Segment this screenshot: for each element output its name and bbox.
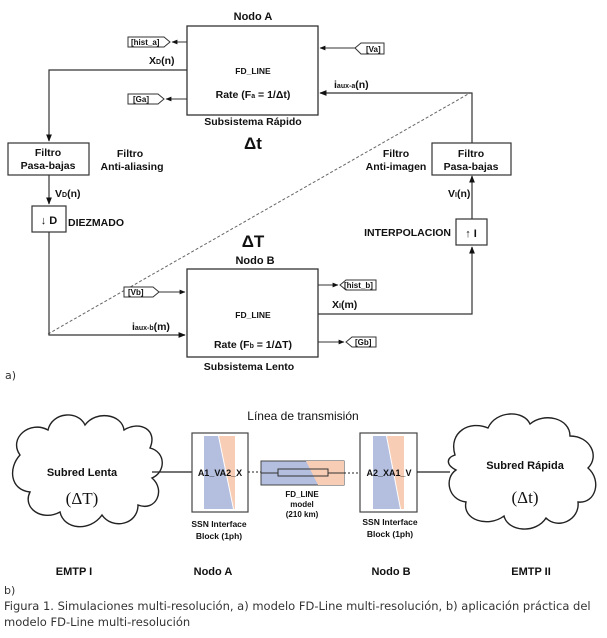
fd-line-orange-region (306, 461, 344, 485)
decimation-symbol: ↓ D (41, 215, 58, 227)
transmission-line-title: Línea de transmisión (247, 409, 358, 423)
node-b-subsystem: Subsistema Lento (204, 361, 294, 373)
anti-image-desc-line2: Anti-imagen (366, 161, 427, 173)
hist-b-tag (339, 279, 377, 291)
node-b-rate: Rate (Fb = 1/ΔT) (214, 339, 292, 351)
figure-caption: Figura 1. Simulaciones multi-resolución,… (4, 599, 591, 629)
node-a-subsystem: Subsistema Rápido (204, 116, 301, 128)
anti-aliasing-desc-line1: Filtro (117, 148, 143, 160)
fd-line-model-line1: FD_LINE (285, 490, 319, 499)
slow-subnet-cloud (11, 414, 163, 528)
anti-aliasing-filter-block (7, 142, 90, 176)
iaux-a-signal-line (319, 90, 473, 143)
anti-image-filter-block (431, 142, 512, 176)
node-a-block (186, 25, 319, 116)
ssn-a-label-line2: Block (1ph) (196, 531, 242, 541)
slow-timestep-label: ΔT (242, 232, 265, 251)
ssn-b-label-line1: SSN Interface (362, 517, 418, 527)
ssn-a-orange-region (219, 436, 235, 509)
fd-line-model-line2: model (290, 500, 314, 509)
node-a-title: Nodo A (234, 11, 273, 23)
vb-tag (123, 286, 160, 298)
ssn-a-label-line1: SSN Interface (191, 519, 247, 529)
node-a-block-name: FD_LINE (235, 66, 271, 76)
interpolation-label: INTERPOLACION (364, 227, 451, 239)
va-label: [Va] (366, 45, 381, 54)
decimation-label: DIEZMADO (68, 217, 124, 229)
node-a-rate: Rate (Fa = 1/Δt) (216, 89, 291, 101)
right-filter-line1: Filtro (458, 148, 484, 160)
hist-a-tag (127, 36, 171, 48)
fast-subnet-timestep: (Δt) (512, 488, 539, 507)
iaux-a-signal-label: iaux-a(n) (334, 79, 369, 91)
ssn-b-blue-region (373, 436, 400, 509)
node-b-block-name: FD_LINE (235, 310, 271, 320)
fast-subnet-title: Subred Rápida (486, 460, 565, 472)
gb-label: [Gb] (355, 338, 372, 347)
anti-image-desc-line1: Filtro (383, 148, 409, 160)
decimation-block (31, 205, 67, 233)
anti-aliasing-desc-line2: Anti-aliasing (100, 161, 163, 173)
xi-signal-label: XI(m) (332, 299, 357, 311)
fast-timestep-label: Δt (244, 134, 262, 153)
subfigure-a-label: a) (5, 369, 17, 382)
xi-signal-line (318, 246, 475, 315)
vi-signal-label: VI(n) (448, 188, 470, 200)
node-b-title: Nodo B (235, 255, 274, 267)
right-filter-line2: Pasa-bajas (444, 161, 499, 173)
fast-subnet-cloud (447, 413, 597, 530)
left-filter-line1: Filtro (35, 147, 61, 159)
ssn-b-orange-region (387, 436, 404, 509)
node-a-bottom-label: Nodo A (194, 566, 233, 578)
node-b-bottom-label: Nodo B (371, 566, 410, 578)
ssn-b-label-line2: Block (1ph) (367, 529, 413, 539)
interpolation-symbol: ↑ I (465, 228, 477, 240)
node-b-block (186, 268, 319, 358)
vb-label: [Vb] (128, 288, 144, 297)
slow-subnet-title: Subred Lenta (47, 467, 118, 479)
emtp-1-label: EMTP I (56, 566, 92, 578)
gb-tag (345, 336, 377, 348)
xd-signal-line (46, 69, 187, 142)
ssn-a-blue-region (204, 436, 233, 509)
xd-signal-label: XD(n) (149, 55, 175, 67)
fd-line-model-line3: (210 km) (286, 510, 319, 519)
ga-tag (127, 93, 165, 105)
iaux-b-signal-line (48, 232, 186, 338)
rate-separator-line (47, 92, 471, 335)
ga-label: [Ga] (133, 95, 149, 104)
vd-signal-label: VD(n) (55, 188, 81, 200)
hist-a-label: [hist_a] (131, 38, 160, 47)
ssn-b-ports: A2_XA1_V (366, 468, 411, 478)
left-filter-line2: Pasa-bajas (21, 160, 76, 172)
emtp-2-label: EMTP II (511, 566, 551, 578)
va-tag (354, 42, 385, 55)
ssn-a-ports: A1_VA2_X (198, 468, 242, 478)
subfigure-b-label: b) (4, 584, 16, 597)
slow-subnet-timestep: (ΔT) (66, 489, 99, 508)
iaux-b-signal-label: iaux-b(m) (132, 321, 170, 333)
hist-b-label: [hist_b] (344, 281, 373, 290)
